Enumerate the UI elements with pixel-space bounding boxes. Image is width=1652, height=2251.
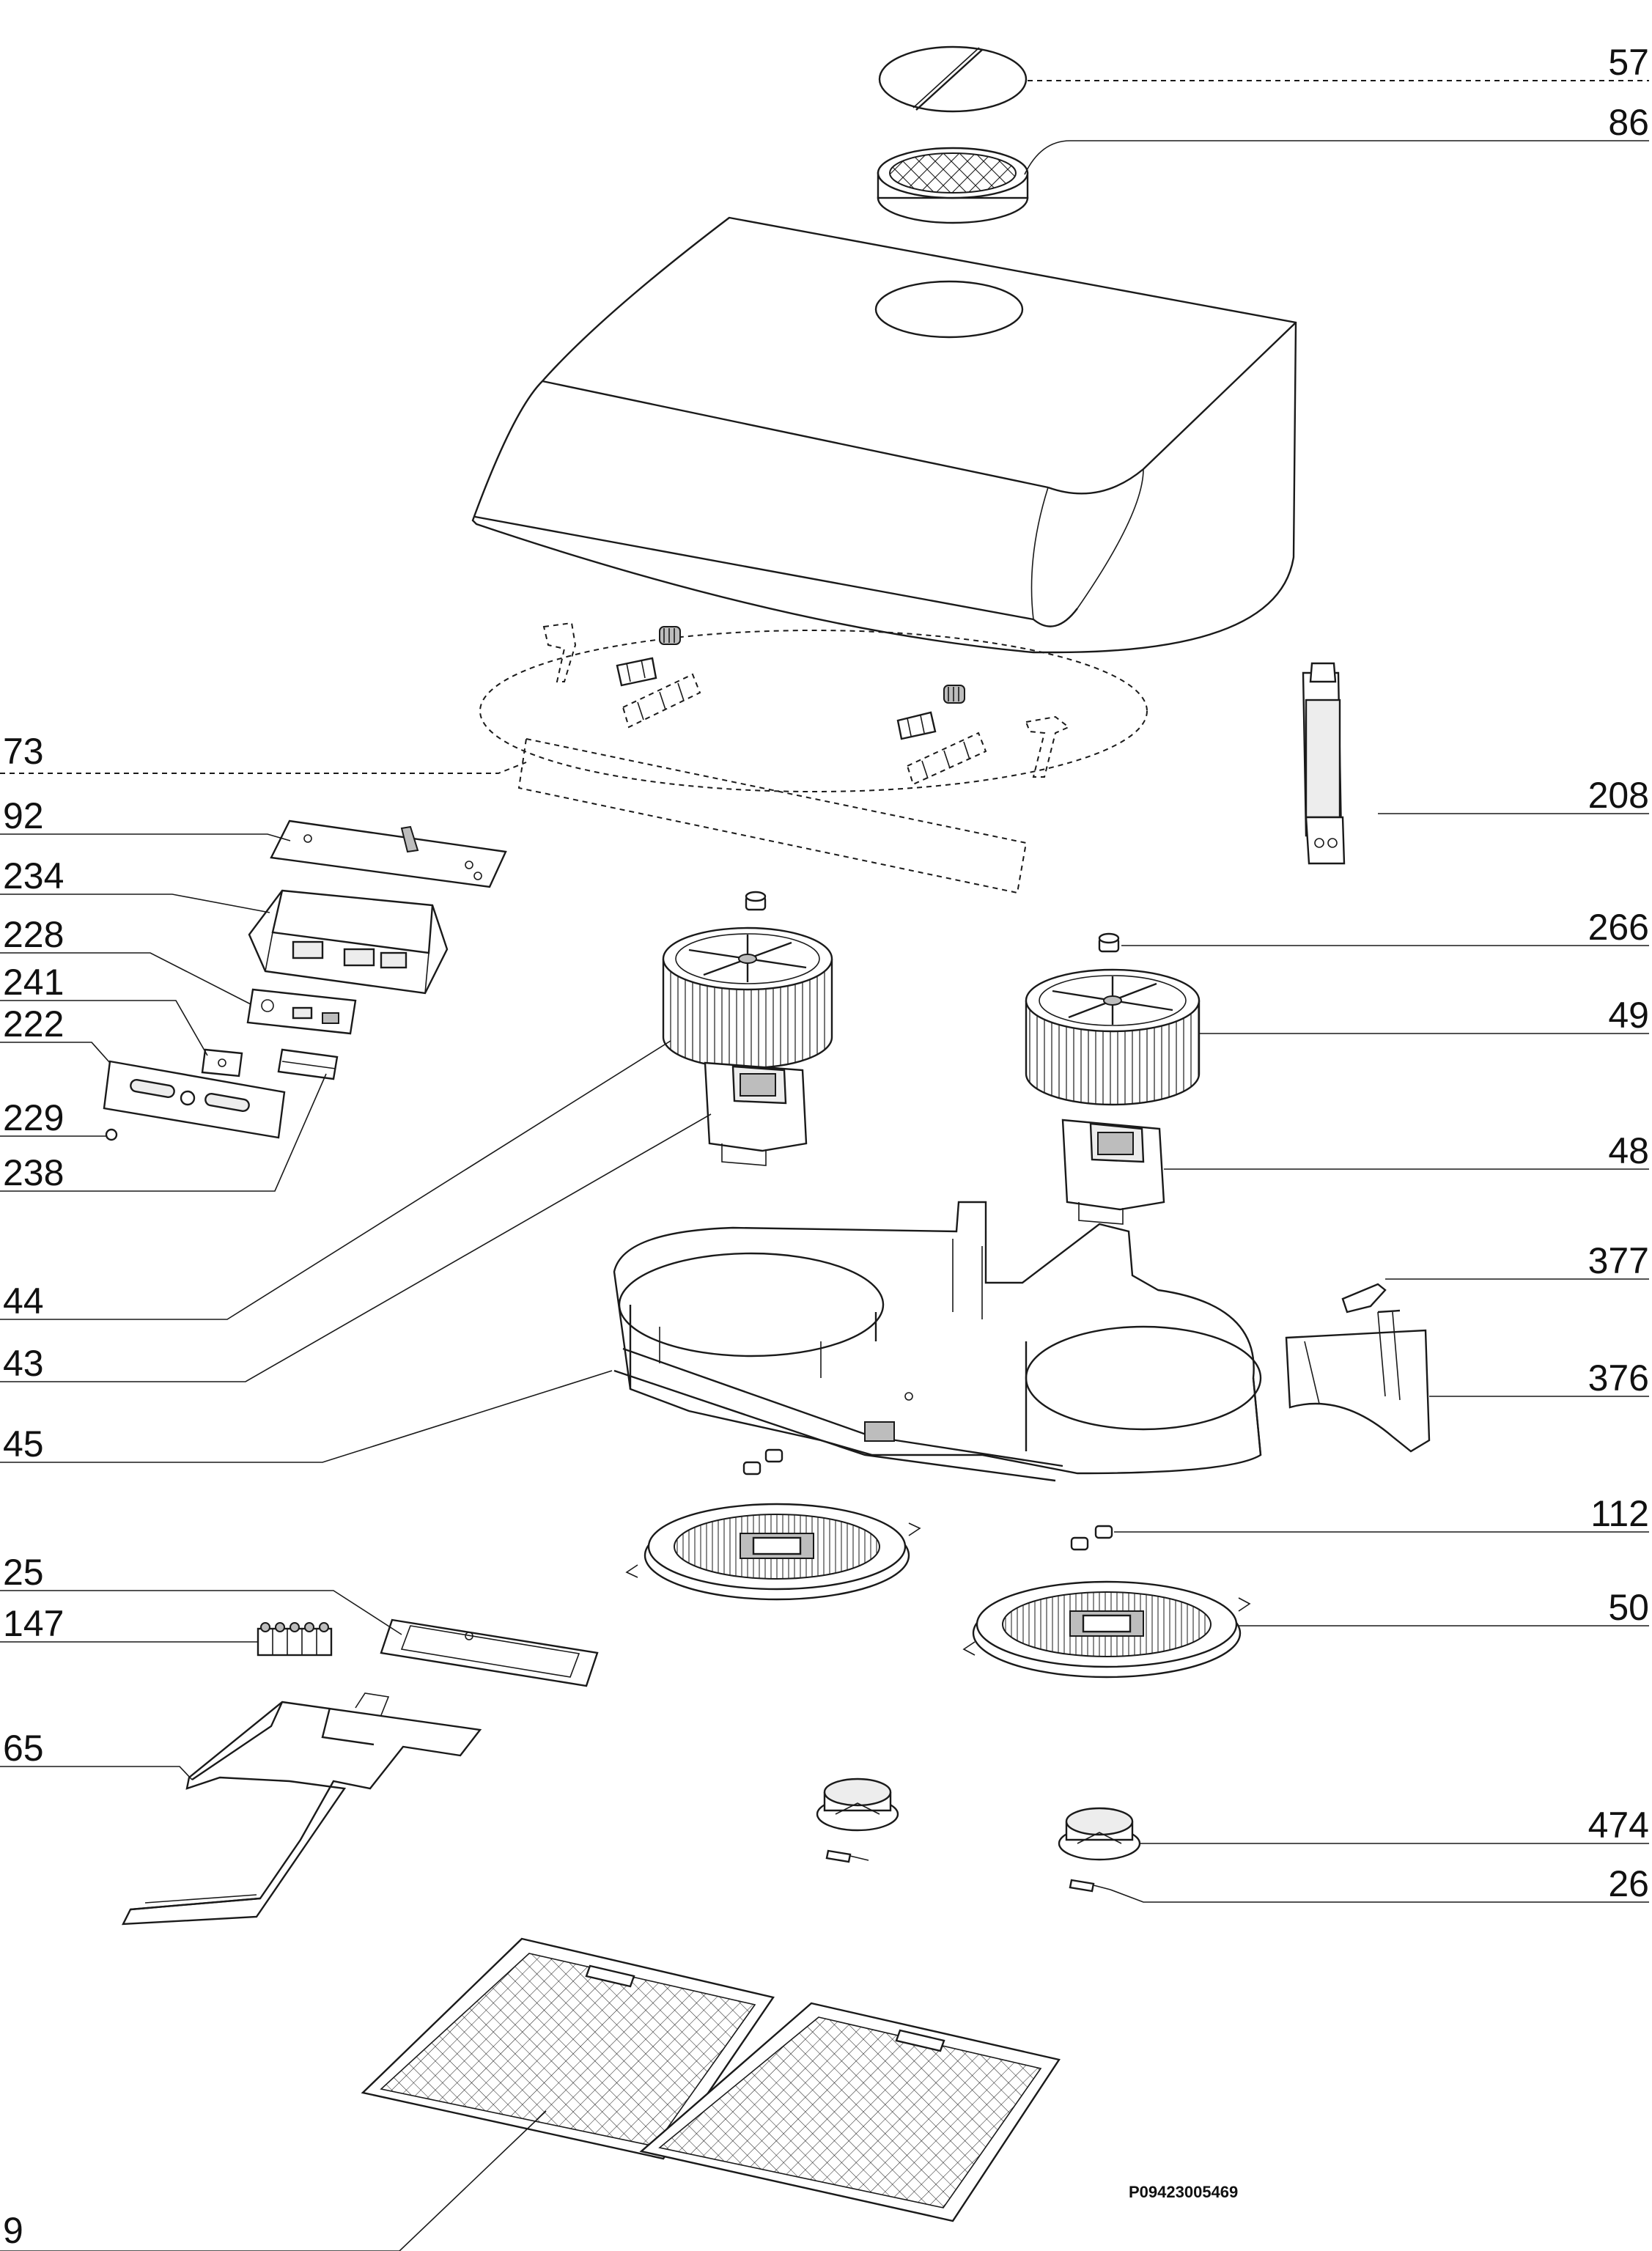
part-376-air-deflector <box>1285 1309 1431 1453</box>
part-43-motor-left <box>704 1061 808 1166</box>
callout-48: 48 <box>1608 1130 1649 1171</box>
callout-266: 266 <box>1588 907 1649 948</box>
fan-wheel-left <box>662 926 833 1069</box>
callout-49: 49 <box>1608 995 1649 1036</box>
part-147-terminal-block <box>257 1622 333 1657</box>
part-49-fan-wheel-right <box>1025 968 1201 1106</box>
part-92-bracket <box>270 819 507 888</box>
part-9-grease-filters <box>361 1937 1061 2222</box>
lamp-holder-left <box>816 1777 899 1863</box>
callout-234: 234 <box>3 855 64 896</box>
callout-86: 86 <box>1608 102 1649 143</box>
spring-right <box>943 685 965 704</box>
spring-left <box>659 626 681 645</box>
part-222-front-panel <box>103 1060 286 1139</box>
part-50-grille-right <box>962 1580 1251 1679</box>
callout-45: 45 <box>3 1423 44 1465</box>
callout-57: 57 <box>1608 42 1649 83</box>
part-57-cover-cap <box>878 45 1028 113</box>
grease-filter-left <box>361 1937 775 2160</box>
part-45-fan-housing <box>613 1201 1262 1482</box>
grille-left <box>625 1503 921 1601</box>
part-112-spacers <box>742 1448 1113 1551</box>
part-228-switch-board <box>246 988 357 1035</box>
leader-lines <box>0 80 1649 2251</box>
grease-filter-right <box>639 2002 1061 2222</box>
part-26-lamp <box>1069 1879 1111 1893</box>
callout-25: 25 <box>3 1552 44 1593</box>
callout-26: 26 <box>1608 1863 1649 1904</box>
hood-body <box>471 216 1297 654</box>
callout-208: 208 <box>1588 775 1649 816</box>
part-241-clip <box>201 1048 243 1077</box>
callout-44: 44 <box>3 1281 44 1322</box>
part-48-motor-right <box>1061 1119 1165 1225</box>
part-266-cap-right <box>1098 932 1120 953</box>
part-65-mounting-frame <box>122 1692 482 1926</box>
callout-9: 9 <box>3 2210 23 2251</box>
callout-147: 147 <box>3 1603 64 1644</box>
part-229-knob <box>105 1128 118 1141</box>
callout-43: 43 <box>3 1343 44 1384</box>
callout-238: 238 <box>3 1152 64 1193</box>
callout-241: 241 <box>3 962 64 1003</box>
callout-222: 222 <box>3 1003 64 1045</box>
part-266-cap-left <box>745 891 767 911</box>
part-25-frame <box>380 1618 599 1687</box>
callout-229: 229 <box>3 1097 64 1138</box>
part-377-clip <box>1341 1283 1387 1314</box>
part-86-grille-flange <box>877 147 1029 224</box>
callout-50: 50 <box>1608 1587 1649 1628</box>
callout-92: 92 <box>3 795 44 836</box>
part-474-lamp-holder <box>1058 1807 1141 1861</box>
callout-474: 474 <box>1588 1805 1649 1846</box>
callout-73: 73 <box>3 731 44 772</box>
part-208-capacitor <box>1302 662 1346 865</box>
fixing-clips-group <box>479 622 1148 792</box>
part-73-strip <box>517 737 1028 894</box>
document-code: P09423005469 <box>1129 2183 1238 2201</box>
callout-228: 228 <box>3 914 64 955</box>
callout-labels: 57 86 208 266 49 48 377 376 112 50 474 2… <box>3 42 1649 2251</box>
callout-377: 377 <box>1588 1240 1649 1281</box>
part-238-clip <box>277 1048 339 1080</box>
callout-112: 112 <box>1590 1493 1649 1534</box>
callout-376: 376 <box>1588 1357 1649 1399</box>
callout-65: 65 <box>3 1728 44 1769</box>
part-234-switch-housing <box>248 889 449 995</box>
